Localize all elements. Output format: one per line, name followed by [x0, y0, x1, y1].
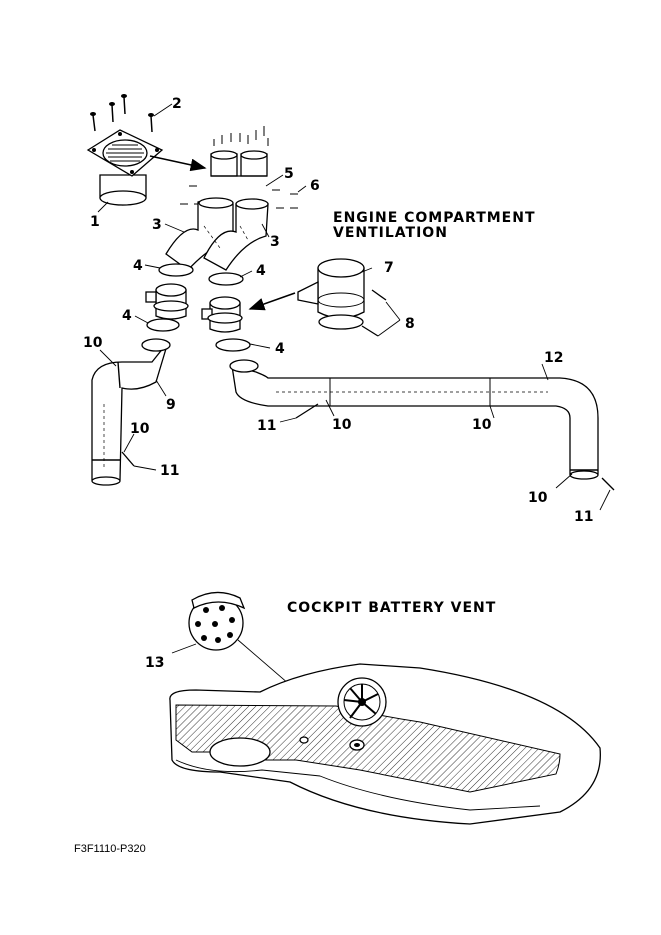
vent-cover-part-1 [86, 129, 164, 206]
callout-10-e: 10 [528, 490, 548, 506]
callout-10-a: 10 [83, 335, 103, 351]
callout-8: 8 [405, 316, 415, 332]
callout-2: 2 [172, 96, 182, 112]
callout-11-c: 11 [574, 509, 593, 525]
clamp-adapter-left [145, 283, 189, 320]
callout-1: 1 [90, 214, 100, 230]
callout-10-d: 10 [472, 417, 492, 433]
screws-part-2 [90, 94, 154, 133]
callout-9: 9 [166, 397, 176, 413]
callout-6: 6 [310, 178, 320, 194]
callout-10-b: 10 [130, 421, 150, 437]
callout-7: 7 [384, 260, 394, 276]
callout-4-d: 4 [275, 341, 285, 357]
callout-3-left: 3 [152, 217, 162, 233]
rings-part-4 [146, 263, 251, 352]
callout-12: 12 [544, 350, 563, 366]
figure-code: F3F1110-P320 [74, 843, 146, 855]
engine-title-line2: VENTILATION [333, 225, 448, 241]
hose-clamps-part-10 [92, 361, 598, 471]
cockpit-title: COCKPIT BATTERY VENT [287, 600, 496, 616]
clamp-adapter-right [201, 296, 243, 333]
callout-3-right: 3 [270, 234, 280, 250]
callout-4-a: 4 [133, 258, 143, 274]
fan-unit-part-7 [297, 258, 365, 330]
battery-vent-part-13 [188, 591, 246, 651]
elbow-duct-part-9 [91, 338, 171, 486]
engine-title-line1: ENGINE COMPARTMENT [333, 210, 536, 226]
hull-vent-fan [337, 677, 387, 727]
long-duct-part-12 [229, 359, 599, 480]
callouts: 2 1 3 3 5 6 4 4 4 4 7 8 10 9 10 11 11 10… [83, 96, 593, 671]
clamp-screws-part-11 [121, 403, 615, 491]
screws-part-8 [361, 289, 387, 337]
y-ducts-part-3 [165, 197, 269, 271]
clips-part-5 [210, 126, 269, 177]
leader-lines [97, 103, 611, 654]
callout-11-b: 11 [257, 418, 276, 434]
pointer-arrow [149, 155, 207, 172]
callout-10-c: 10 [332, 417, 352, 433]
fan-pointer-arrow [248, 292, 296, 311]
callout-5: 5 [284, 166, 294, 182]
hull-vent-hole [349, 739, 365, 751]
callout-13: 13 [145, 655, 164, 671]
hull-body [169, 663, 601, 825]
callout-4-c: 4 [122, 308, 132, 324]
callout-11-a: 11 [160, 463, 179, 479]
callout-4-b: 4 [256, 263, 266, 279]
